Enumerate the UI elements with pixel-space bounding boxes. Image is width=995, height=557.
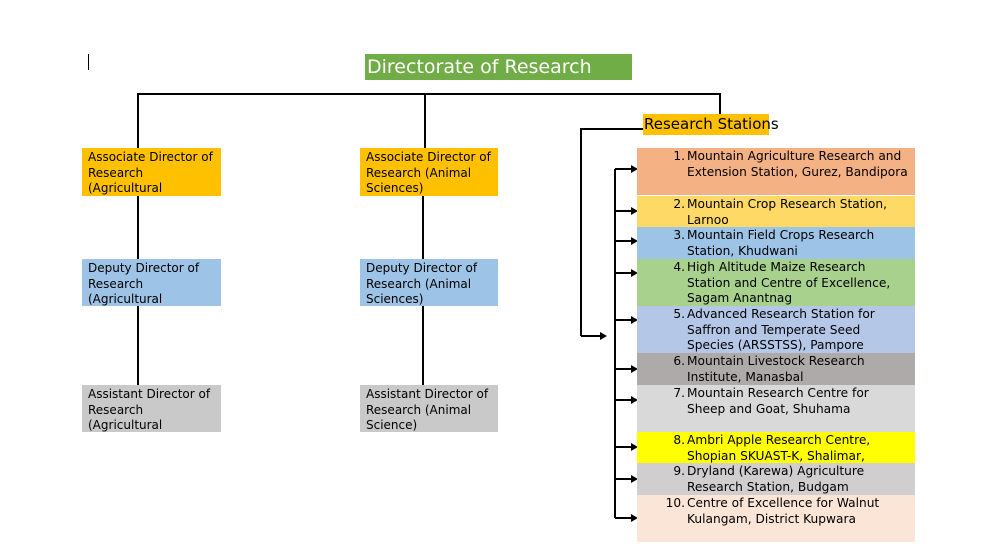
station-number: 2. [673, 197, 685, 211]
assistant-director-animal-box: Assistant Director of Research (Animal S… [360, 385, 498, 432]
station-item: 4. High Altitude Maize Research Station … [637, 259, 915, 306]
station-item: 8. Ambri Apple Research Centre, Shopian … [637, 432, 915, 463]
station-number: 10. [665, 496, 685, 510]
station-name: Dryland (Karewa) Agriculture Research St… [687, 464, 865, 494]
station-name: Mountain Field Crops Research Station, K… [687, 228, 875, 258]
arrow-head [631, 269, 638, 277]
station-number: 9. [673, 464, 685, 478]
arrow-head [631, 365, 638, 373]
station-item: 10. Centre of Excellence for Walnut Kula… [637, 495, 915, 542]
arrow-head [631, 514, 638, 522]
arrow-head [631, 443, 638, 451]
station-name: Mountain Crop Research Station, Larnoo [687, 197, 887, 227]
station-item: 9. Dryland (Karewa) Agriculture Research… [637, 463, 915, 495]
station-number: 3. [673, 228, 685, 242]
arrow-head [631, 396, 638, 404]
associate-director-animal-box: Associate Director of Research (Animal S… [360, 148, 498, 196]
station-number: 4. [673, 260, 685, 274]
station-item: 1. Mountain Agriculture Research and Ext… [637, 148, 915, 195]
station-item: 2. Mountain Crop Research Station, Larno… [637, 196, 915, 227]
station-item: 7. Mountain Research Centre for Sheep an… [637, 385, 915, 432]
station-number: 5. [673, 307, 685, 321]
arrow-head [631, 316, 638, 324]
station-name: Ambri Apple Research Centre, Shopian SKU… [687, 433, 871, 463]
station-name: High Altitude Maize Research Station and… [687, 260, 891, 305]
station-item: 3. Mountain Field Crops Research Station… [637, 227, 915, 259]
associate-director-agri-box: Associate Director of Research (Agricult… [82, 148, 221, 196]
deputy-director-animal-box: Deputy Director of Research (Animal Scie… [360, 259, 498, 306]
diagram-title: Directorate of Research [365, 54, 632, 80]
station-number: 7. [673, 386, 685, 400]
station-item: 6. Mountain Livestock Research Institute… [637, 353, 915, 385]
arrow-head [631, 207, 638, 215]
station-name: Advanced Research Station for Saffron an… [687, 307, 875, 352]
arrow-head [631, 165, 638, 173]
station-number: 8. [673, 433, 685, 447]
station-name: Centre of Excellence for Walnut Kulangam… [687, 496, 880, 526]
station-number: 1. [673, 149, 685, 163]
station-item: 5. Advanced Research Station for Saffron… [637, 306, 915, 353]
research-stations-label: Research Stations [643, 114, 779, 135]
text-cursor [88, 54, 89, 70]
arrow-head [631, 237, 638, 245]
assistant-director-agri-box: Assistant Director of Research (Agricult… [82, 385, 221, 432]
station-number: 6. [673, 354, 685, 368]
station-name: Mountain Livestock Research Institute, M… [687, 354, 865, 384]
arrow-head [631, 475, 638, 483]
deputy-director-agri-box: Deputy Director of Research (Agricultura… [82, 259, 221, 306]
arrow-head [600, 332, 607, 340]
station-name: Mountain Agriculture Research and Extens… [687, 149, 908, 179]
station-name: Mountain Research Centre for Sheep and G… [687, 386, 869, 416]
